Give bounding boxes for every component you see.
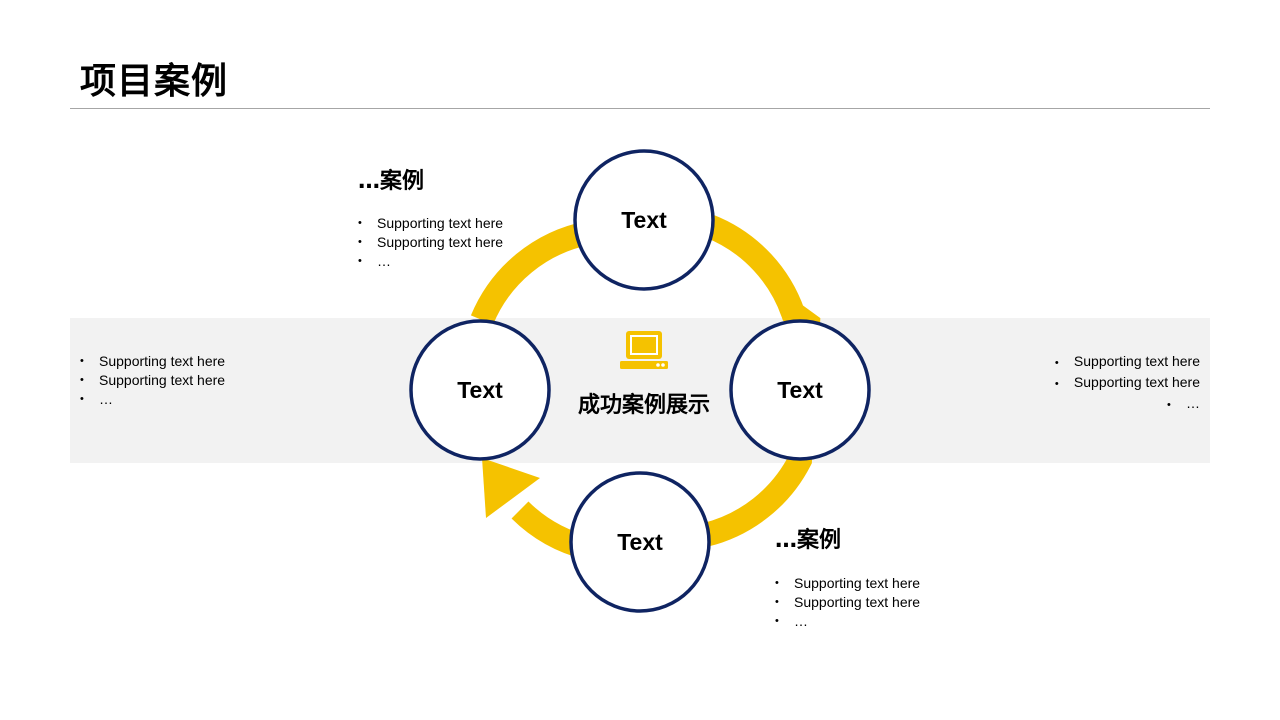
laptop-icon bbox=[620, 331, 668, 369]
page-title: 项目案例 bbox=[80, 61, 229, 102]
list-item: Supporting text here bbox=[358, 214, 503, 233]
list-item: … bbox=[358, 252, 503, 271]
center-label: 成功案例展示 bbox=[578, 392, 710, 418]
node-top: Text bbox=[573, 149, 715, 291]
bottom-case-heading: …案例 bbox=[775, 528, 842, 553]
list-item: •Supporting text here bbox=[1054, 374, 1200, 390]
right-bullets: •Supporting text here •Supporting text h… bbox=[1055, 352, 1200, 415]
list-item: Supporting text here bbox=[358, 233, 503, 252]
node-right: Text bbox=[729, 319, 871, 461]
title-divider bbox=[70, 108, 1210, 109]
node-left-label: Text bbox=[457, 377, 503, 403]
list-item: Supporting text here bbox=[80, 371, 225, 390]
list-item: •Supporting text here bbox=[1054, 353, 1200, 369]
list-item: •… bbox=[1167, 395, 1200, 411]
node-bottom: Text bbox=[569, 471, 711, 613]
left-bullets: Supporting text here Supporting text her… bbox=[80, 352, 225, 409]
node-left: Text bbox=[409, 319, 551, 461]
list-item: Supporting text here bbox=[775, 574, 920, 593]
list-item: … bbox=[775, 612, 920, 631]
node-top-label: Text bbox=[621, 207, 667, 233]
node-right-label: Text bbox=[777, 377, 823, 403]
top-case-heading: …案例 bbox=[358, 169, 425, 194]
node-bottom-label: Text bbox=[617, 529, 663, 555]
bottom-case-bullets: Supporting text here Supporting text her… bbox=[775, 574, 920, 631]
cycle-ring-arc-left bbox=[470, 221, 591, 325]
top-case-bullets: Supporting text here Supporting text her… bbox=[358, 214, 503, 271]
list-item: Supporting text here bbox=[775, 593, 920, 612]
list-item: … bbox=[80, 390, 225, 409]
cycle-arrowhead bbox=[482, 458, 540, 518]
list-item: Supporting text here bbox=[80, 352, 225, 371]
